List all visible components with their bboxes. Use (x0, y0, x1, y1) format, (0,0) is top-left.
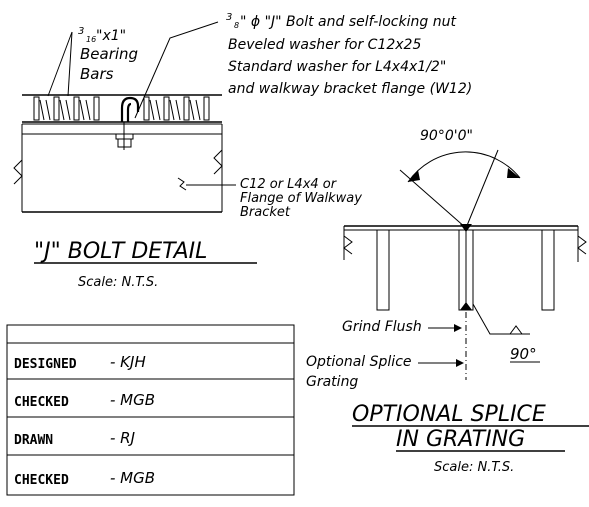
bolt-note-line-3: Standard washer for L4x4x1/2" (228, 59, 446, 75)
title-block: DESIGNED - KJH CHECKED - MGB DRAWN - RJ … (6, 324, 295, 496)
arc-arrow-left (408, 170, 420, 182)
bolt-note-line-1: " ϕ "J" Bolt and self-locking nut (240, 14, 456, 30)
title-block-row-label: DRAWN (14, 433, 53, 448)
bolt-note-sub: 8 (234, 21, 239, 30)
title-block-row-value: - MGB (110, 469, 155, 487)
support-note-line-3: Bracket (240, 205, 291, 220)
title-block-row: DRAWN - RJ (14, 429, 135, 448)
title-block-row-value: - MGB (110, 391, 155, 409)
break-symbol-splice-right (577, 235, 587, 255)
leader-bearing-bars-2 (67, 31, 73, 97)
optional-splice-label-1: Optional Splice (306, 354, 412, 370)
splice-detail: 90°0'0" Grind Flush 90° Optional Splice … (306, 128, 589, 475)
jbolt-scale: Scale: N.T.S. (78, 275, 158, 290)
leader-bearing-bars-1 (47, 31, 73, 97)
bearing-bar-size-sup: 3 (78, 26, 84, 37)
title-block-row: CHECKED - MGB (14, 469, 155, 488)
break-symbol-right (213, 149, 223, 175)
grind-flush-label: Grind Flush (342, 319, 422, 335)
bearing-bar-size-sub: 16 (86, 35, 96, 44)
angle-arc (407, 151, 521, 183)
bolt-note-line-2: Beveled washer for C12x25 (228, 37, 421, 53)
jbolt-title: "J" BOLT DETAIL (34, 239, 207, 264)
angle-right-label: 90° (510, 345, 537, 363)
arc-arrow-right (507, 168, 520, 178)
bearing-bar-size: "x1" (96, 28, 126, 44)
j-bolt (115, 96, 140, 150)
support-note-line-1: C12 or L4x4 or (240, 177, 338, 192)
bar (376, 229, 390, 311)
break-mark-support (177, 177, 187, 191)
leader-bolt-note (134, 21, 219, 119)
bearing-bars-label-2: Bars (80, 65, 114, 83)
title-block-row-label: CHECKED (14, 473, 69, 488)
splice-title-line-2: IN GRATING (396, 427, 525, 452)
title-block-row-value: - KJH (110, 353, 146, 371)
bolt-note-line-4: and walkway bracket flange (W12) (228, 81, 472, 97)
title-block-row-label: DESIGNED (14, 357, 77, 372)
title-block-row: DESIGNED - KJH (14, 353, 146, 372)
angle-top-label: 90°0'0" (420, 128, 473, 144)
splice-title-line-1: OPTIONAL SPLICE (352, 402, 546, 427)
bearing-bars (33, 96, 210, 121)
bar (541, 229, 555, 311)
bearing-bars-label-1: Bearing (80, 45, 138, 63)
bolt-note-sup: 3 (226, 12, 232, 23)
support-note-line-2: Flange of Walkway (240, 191, 362, 206)
title-block-row: CHECKED - MGB (14, 391, 155, 410)
break-symbol-splice-left (343, 235, 353, 255)
splice-scale: Scale: N.T.S. (434, 460, 514, 475)
title-block-row-value: - RJ (110, 429, 135, 447)
title-block-row-label: CHECKED (14, 395, 69, 410)
optional-splice-label-2: Grating (306, 374, 358, 390)
break-symbol-left (13, 159, 23, 185)
jbolt-detail: 3 16 "x1" Bearing Bars 3 8 " ϕ "J" Bolt … (13, 12, 472, 290)
leader-90 (472, 303, 530, 335)
